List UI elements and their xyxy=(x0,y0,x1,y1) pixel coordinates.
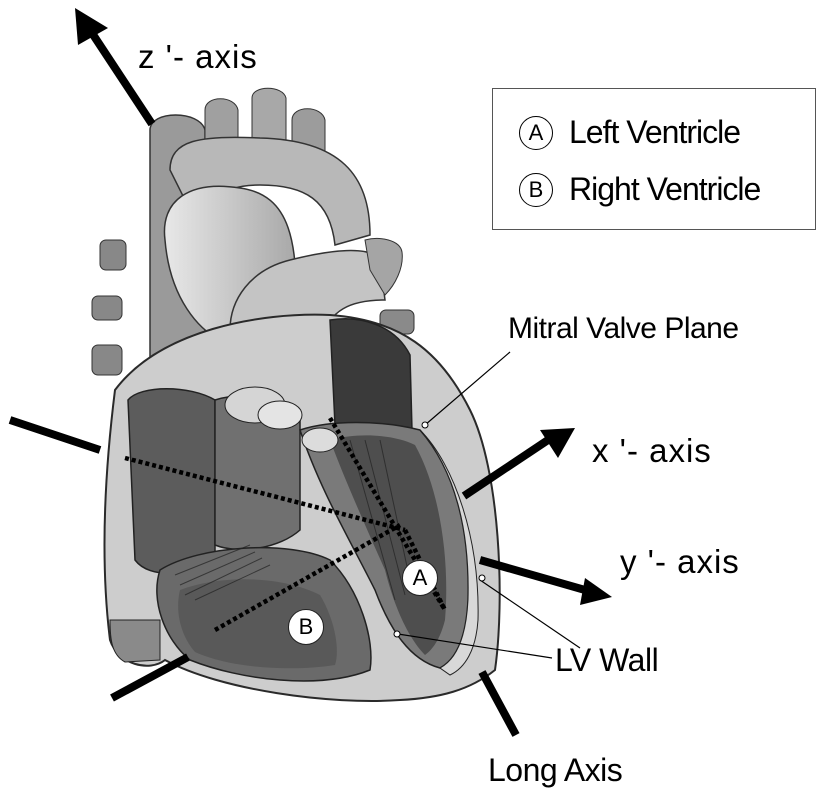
y-prime-axis-label: y '- axis xyxy=(620,543,740,581)
lv-wall-label: LV Wall xyxy=(555,642,658,679)
legend-mark-a: A xyxy=(519,116,553,150)
x-prime-axis-label: x '- axis xyxy=(592,432,712,470)
legend-item-right-ventricle: B Right Ventricle xyxy=(519,171,760,208)
legend-item-left-ventricle: A Left Ventricle xyxy=(519,114,740,151)
marker-b: B xyxy=(288,609,324,645)
marker-a: A xyxy=(402,560,438,596)
legend-mark-b: B xyxy=(519,173,553,207)
long-axis-label: Long Axis xyxy=(488,752,622,789)
legend: A Left Ventricle B Right Ventricle xyxy=(492,88,816,230)
mitral-valve-plane-label: Mitral Valve Plane xyxy=(508,312,739,346)
legend-label-left-ventricle: Left Ventricle xyxy=(569,114,740,151)
legend-label-right-ventricle: Right Ventricle xyxy=(569,171,760,208)
z-prime-axis-label: z '- axis xyxy=(138,38,258,76)
